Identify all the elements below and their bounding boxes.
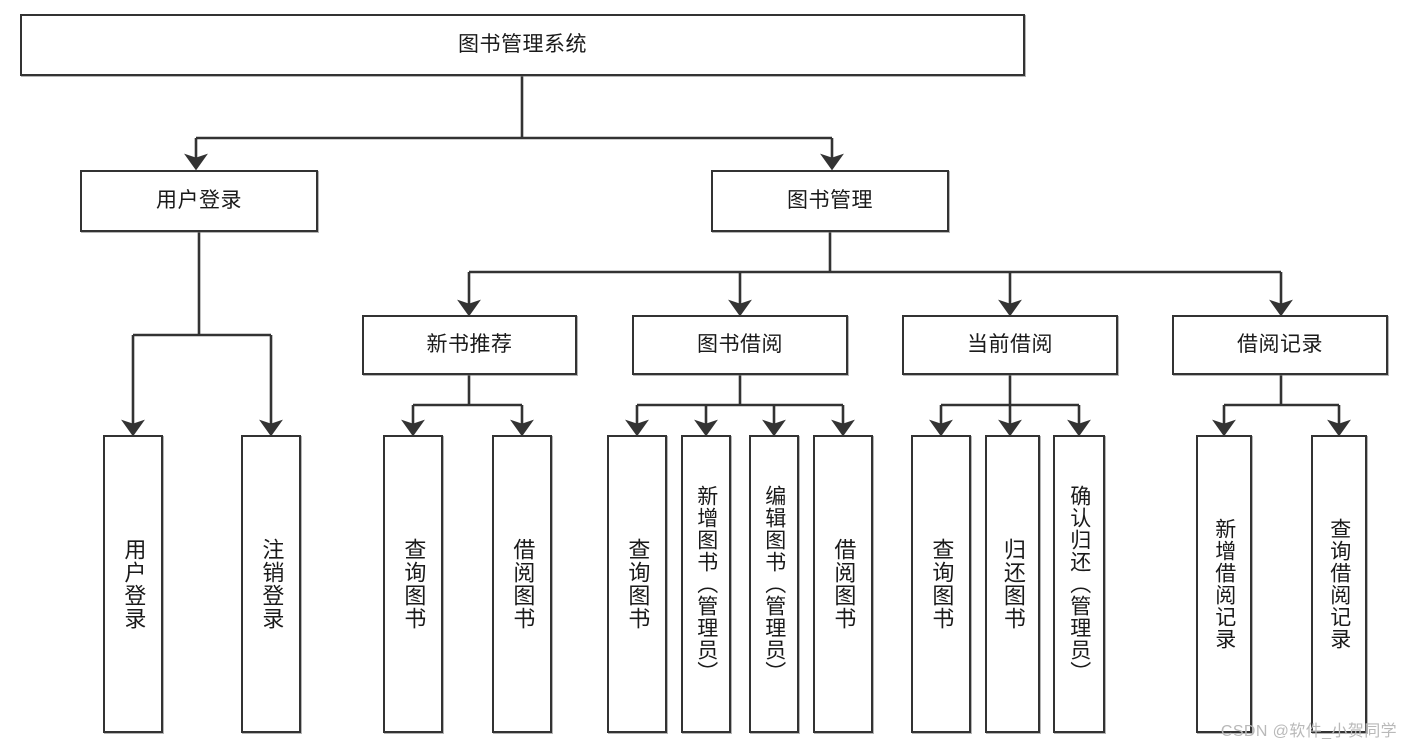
node-new-book-recommend-label: 新书推荐 bbox=[426, 333, 513, 357]
node-leaf-query-borrow-record-label: 查询借阅记录 bbox=[1327, 518, 1351, 650]
node-leaf-borrow-book-borrow[interactable]: 借阅图书 bbox=[813, 435, 873, 733]
node-leaf-add-book-admin[interactable]: 新增图书（管理员） bbox=[681, 435, 731, 733]
node-leaf-query-book-current[interactable]: 查询图书 bbox=[911, 435, 971, 733]
node-leaf-confirm-return-admin-label: 确认归还（管理员） bbox=[1067, 485, 1091, 683]
node-user-login[interactable]: 用户登录 bbox=[80, 170, 318, 232]
node-book-management-label: 图书管理 bbox=[787, 189, 873, 213]
node-current-borrow-label: 当前借阅 bbox=[967, 333, 1053, 357]
node-leaf-logout-label: 注销登录 bbox=[259, 538, 285, 630]
node-new-book-recommend[interactable]: 新书推荐 bbox=[362, 315, 577, 375]
node-leaf-return-book-label: 归还图书 bbox=[1000, 538, 1026, 630]
node-leaf-return-book[interactable]: 归还图书 bbox=[985, 435, 1040, 733]
node-root-label: 图书管理系统 bbox=[458, 33, 587, 57]
node-leaf-edit-book-admin-label: 编辑图书（管理员） bbox=[762, 485, 786, 683]
node-leaf-confirm-return-admin[interactable]: 确认归还（管理员） bbox=[1053, 435, 1105, 733]
node-leaf-query-borrow-record[interactable]: 查询借阅记录 bbox=[1311, 435, 1367, 733]
node-leaf-add-borrow-record[interactable]: 新增借阅记录 bbox=[1196, 435, 1252, 733]
node-leaf-query-book-new-label: 查询图书 bbox=[401, 538, 427, 630]
node-leaf-borrow-book-new[interactable]: 借阅图书 bbox=[492, 435, 552, 733]
node-current-borrow[interactable]: 当前借阅 bbox=[902, 315, 1118, 375]
node-leaf-add-book-admin-label: 新增图书（管理员） bbox=[694, 485, 718, 683]
node-leaf-logout[interactable]: 注销登录 bbox=[241, 435, 301, 733]
node-leaf-query-book-new[interactable]: 查询图书 bbox=[383, 435, 443, 733]
node-leaf-query-book-current-label: 查询图书 bbox=[929, 538, 955, 630]
node-leaf-borrow-book-new-label: 借阅图书 bbox=[510, 538, 536, 630]
node-user-login-label: 用户登录 bbox=[156, 189, 242, 213]
node-leaf-add-borrow-record-label: 新增借阅记录 bbox=[1212, 518, 1236, 650]
watermark-text: CSDN @软件_小贺同学 bbox=[1220, 723, 1397, 740]
node-leaf-user-login[interactable]: 用户登录 bbox=[103, 435, 163, 733]
node-borrow-record-label: 借阅记录 bbox=[1237, 333, 1323, 357]
node-book-borrow[interactable]: 图书借阅 bbox=[632, 315, 848, 375]
node-leaf-query-book-borrow-label: 查询图书 bbox=[625, 538, 651, 630]
node-book-borrow-label: 图书借阅 bbox=[697, 333, 783, 357]
node-leaf-borrow-book-borrow-label: 借阅图书 bbox=[831, 538, 857, 630]
node-leaf-edit-book-admin[interactable]: 编辑图书（管理员） bbox=[749, 435, 799, 733]
node-borrow-record[interactable]: 借阅记录 bbox=[1172, 315, 1388, 375]
node-root-book-management-system[interactable]: 图书管理系统 bbox=[20, 14, 1025, 76]
node-leaf-query-book-borrow[interactable]: 查询图书 bbox=[607, 435, 667, 733]
node-book-management[interactable]: 图书管理 bbox=[711, 170, 949, 232]
node-leaf-user-login-label: 用户登录 bbox=[121, 538, 147, 630]
